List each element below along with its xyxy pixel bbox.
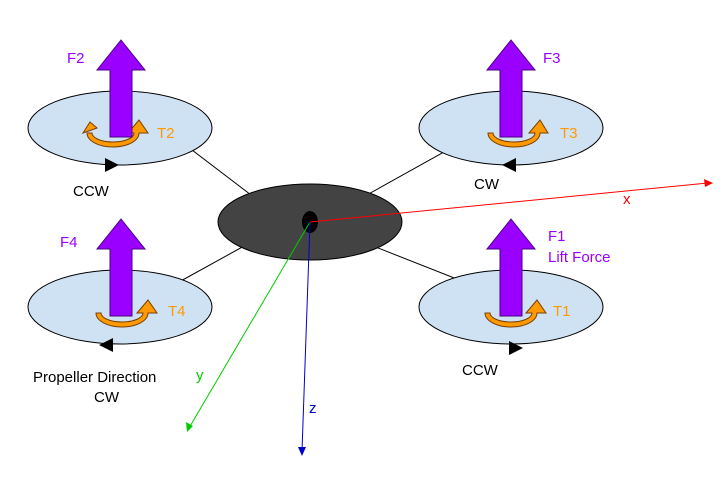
direction-marker-4	[99, 338, 113, 352]
torque-arrows	[81, 119, 549, 328]
direction-marker-2	[105, 158, 119, 172]
z-axis-head	[298, 447, 306, 456]
torque-label-4: T4	[168, 303, 186, 320]
direction-markers	[99, 158, 523, 355]
force-label-4: F4	[60, 234, 78, 251]
torque-arrow-3	[487, 119, 549, 148]
torque-arrow-4	[95, 299, 158, 328]
axes	[186, 179, 713, 456]
force-arrow-2	[95, 39, 147, 138]
torque-labels: T2 T3 T4 T1	[157, 125, 578, 320]
force-label-3: F3	[543, 50, 561, 67]
y-axis-head	[186, 422, 193, 432]
y-axis-line	[188, 221, 311, 429]
torque-arrow-2	[81, 119, 149, 148]
direction-caption-4: Propeller Direction	[33, 369, 156, 386]
torque-arrow-1	[484, 299, 547, 328]
force-arrows	[95, 39, 537, 317]
x-axis-line	[309, 182, 709, 223]
torque-label-1: T1	[553, 303, 571, 320]
z-axis-label: z	[309, 400, 317, 417]
direction-marker-1	[509, 341, 523, 355]
y-axis-label: y	[196, 367, 204, 384]
torque-label-2: T2	[157, 125, 175, 142]
force-description-1: Lift Force	[548, 249, 611, 266]
direction-label-2: CCW	[73, 183, 110, 200]
torque-label-3: T3	[560, 125, 578, 142]
force-arrow-4	[95, 218, 147, 317]
direction-label-3: CW	[474, 176, 500, 193]
force-labels: F2 F3 F4 F1 Lift Force	[60, 50, 611, 266]
force-arrow-1	[485, 218, 537, 317]
direction-label-1: CCW	[462, 362, 499, 379]
x-axis-head	[704, 179, 713, 187]
x-axis-label: x	[623, 191, 631, 208]
z-axis-line	[301, 221, 311, 452]
axis-labels: x y z	[196, 191, 631, 417]
direction-label-4: CW	[94, 389, 120, 406]
force-label-1: F1	[548, 228, 566, 245]
force-label-2: F2	[67, 50, 85, 67]
direction-labels: CCW CW Propeller Direction CW CCW	[33, 176, 500, 406]
direction-marker-3	[502, 158, 516, 172]
force-arrow-3	[485, 39, 537, 138]
